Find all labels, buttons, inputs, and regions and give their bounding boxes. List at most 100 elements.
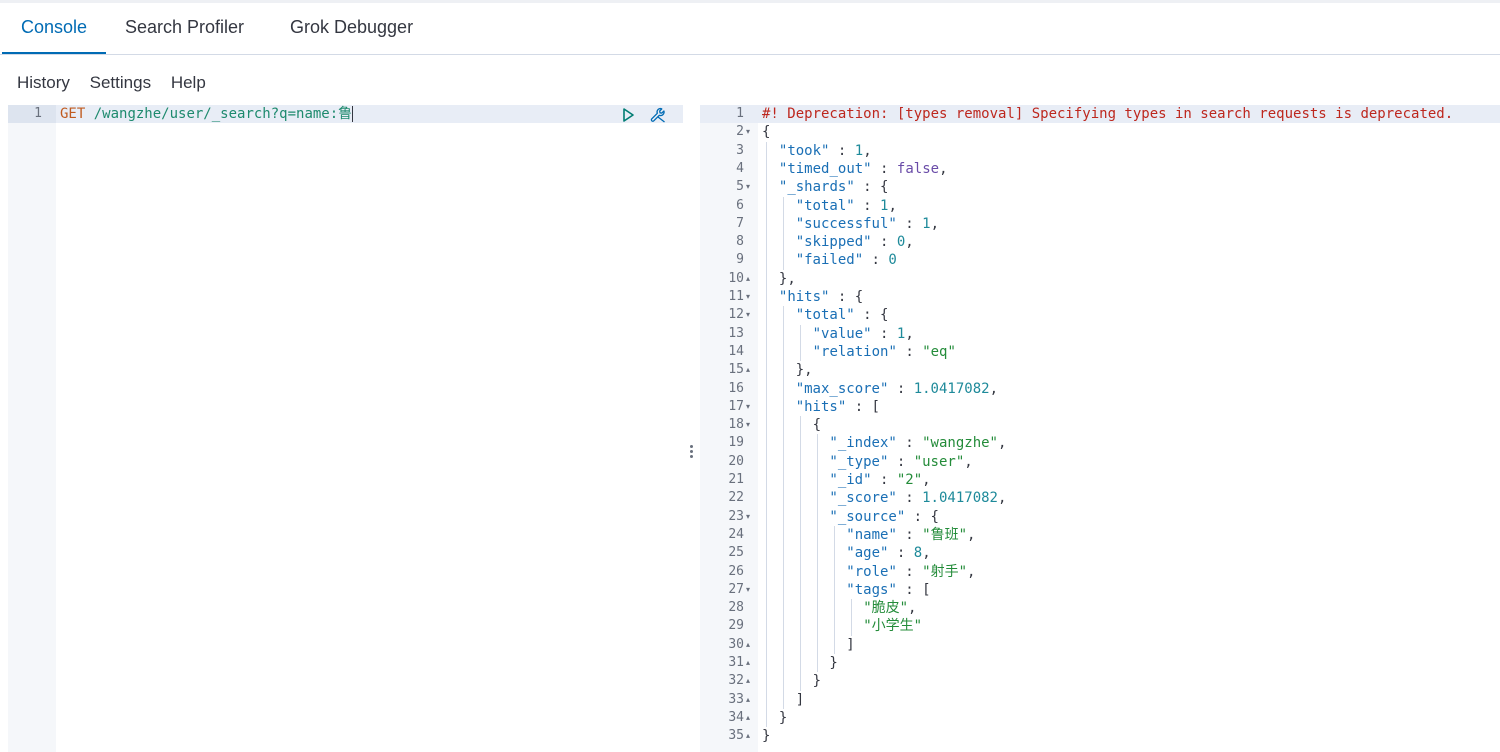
wrench-icon[interactable] [649, 106, 667, 124]
fold-toggle-icon[interactable]: ▾ [746, 511, 751, 521]
token-num: 1 [880, 197, 889, 214]
tab-console[interactable]: Console [2, 3, 106, 54]
token-key: "_type" [829, 453, 889, 470]
response-line: "脆皮", [863, 599, 1500, 617]
response-line: "took" : 1, [779, 142, 1500, 160]
token-punc: : [871, 472, 897, 488]
response-line: "name" : "鲁班", [846, 526, 1500, 544]
request-line[interactable]: GET /wangzhe/user/_search?q=name:鲁 [60, 105, 683, 123]
fold-toggle-icon[interactable]: ▾ [746, 584, 751, 594]
active-line-gutter [8, 105, 56, 123]
console-menu: History Settings Help [17, 73, 221, 97]
fold-toggle-icon[interactable]: ▾ [746, 182, 751, 192]
token-key: "max_score" [795, 380, 889, 397]
response-line: }, [779, 270, 1500, 288]
unfold-toggle-icon[interactable]: ▴ [746, 273, 751, 283]
response-line: "successful" : 1, [796, 215, 1500, 233]
fold-toggle-icon[interactable]: ▾ [746, 420, 751, 430]
response-line: #! Deprecation: [types removal] Specifyi… [762, 105, 1500, 123]
indent-guide [799, 324, 801, 362]
response-line: "_index" : "wangzhe", [829, 434, 1500, 452]
token-key: "_source" [829, 508, 906, 525]
token-punc: , [989, 380, 998, 397]
line-number: 8 [736, 234, 744, 250]
line-number: 15 [728, 362, 744, 378]
request-editor[interactable]: 1 GET /wangzhe/user/_search?q=name:鲁 [8, 105, 683, 752]
token-str: "射手" [922, 563, 968, 580]
request-code[interactable]: GET /wangzhe/user/_search?q=name:鲁 [56, 105, 683, 752]
indent-guide [783, 196, 785, 270]
line-number: 27 [728, 581, 744, 597]
drag-handle-icon[interactable] [690, 445, 693, 460]
line-number: 1 [34, 106, 42, 121]
token-punc: , [930, 215, 940, 232]
line-number: 7 [736, 215, 744, 231]
token-key: "hits" [778, 289, 830, 305]
play-icon[interactable] [619, 106, 637, 124]
unfold-toggle-icon[interactable]: ▴ [746, 694, 751, 704]
token-punc: , [964, 453, 973, 470]
line-number: 12 [728, 307, 744, 323]
token-punc: : [888, 380, 914, 397]
response-line: "hits" : [ [796, 398, 1500, 416]
token-str: "eq" [922, 343, 956, 360]
tab-search-profiler[interactable]: Search Profiler [125, 17, 245, 37]
line-number: 28 [728, 600, 744, 616]
line-number: 11 [728, 289, 744, 304]
line-number: 9 [736, 252, 744, 268]
token-num: 8 [913, 545, 923, 562]
token-punc: : [896, 215, 923, 232]
token-key: "successful" [795, 215, 897, 232]
token-key: "total" [795, 307, 855, 324]
settings-link[interactable]: Settings [89, 73, 152, 92]
unfold-toggle-icon[interactable]: ▴ [746, 712, 751, 722]
token-num: 1 [854, 142, 864, 159]
response-line: "_score" : 1.0417082, [829, 489, 1500, 507]
response-code[interactable]: #! Deprecation: [types removal] Specifyi… [758, 105, 1500, 752]
response-line: "relation" : "eq" [813, 343, 1500, 361]
pane-splitter[interactable] [683, 105, 700, 752]
token-punc: , [997, 435, 1007, 452]
indent-guide [833, 525, 835, 654]
fold-toggle-icon[interactable]: ▾ [746, 127, 751, 137]
line-number: 24 [728, 526, 744, 542]
response-line: "timed_out" : false, [779, 160, 1500, 178]
unfold-toggle-icon[interactable]: ▴ [746, 676, 751, 686]
line-number: 29 [728, 618, 744, 634]
fold-toggle-icon[interactable]: ▾ [746, 401, 751, 411]
indent-guide [850, 599, 852, 636]
unfold-toggle-icon[interactable]: ▴ [746, 639, 751, 649]
token-punc: : [896, 343, 923, 360]
unfold-toggle-icon[interactable]: ▴ [746, 365, 751, 375]
token-num: 0 [896, 234, 906, 251]
token-bool: false [896, 160, 940, 177]
token-num: 1 [896, 325, 906, 342]
line-number: 16 [728, 380, 744, 396]
token-punc: , [908, 600, 917, 617]
history-link[interactable]: History [17, 73, 70, 92]
token-key: "skipped" [795, 234, 872, 251]
token-key: "_shards" [778, 179, 855, 196]
token-str: "user" [913, 453, 965, 470]
token-punc: , [922, 472, 931, 488]
line-number: 20 [728, 453, 744, 469]
unfold-toggle-icon[interactable]: ▴ [746, 658, 751, 667]
line-number: 34 [728, 709, 744, 725]
token-punc: : [871, 325, 897, 342]
response-line: "total" : 1, [796, 197, 1500, 215]
token-punc: : { [854, 179, 889, 196]
response-line: ] [796, 691, 1500, 709]
line-number: 19 [728, 435, 744, 451]
token-punc: , [922, 545, 931, 562]
token-punc: : [896, 563, 923, 580]
fold-toggle-icon[interactable]: ▾ [746, 310, 751, 320]
unfold-toggle-icon[interactable]: ▴ [746, 731, 751, 741]
token-num: 1 [922, 215, 931, 232]
response-line: "_type" : "user", [829, 453, 1500, 471]
help-link[interactable]: Help [170, 73, 206, 92]
tab-grok-debugger[interactable]: Grok Debugger [290, 17, 414, 37]
fold-toggle-icon[interactable]: ▾ [746, 292, 751, 301]
response-line: "total" : { [796, 306, 1500, 324]
